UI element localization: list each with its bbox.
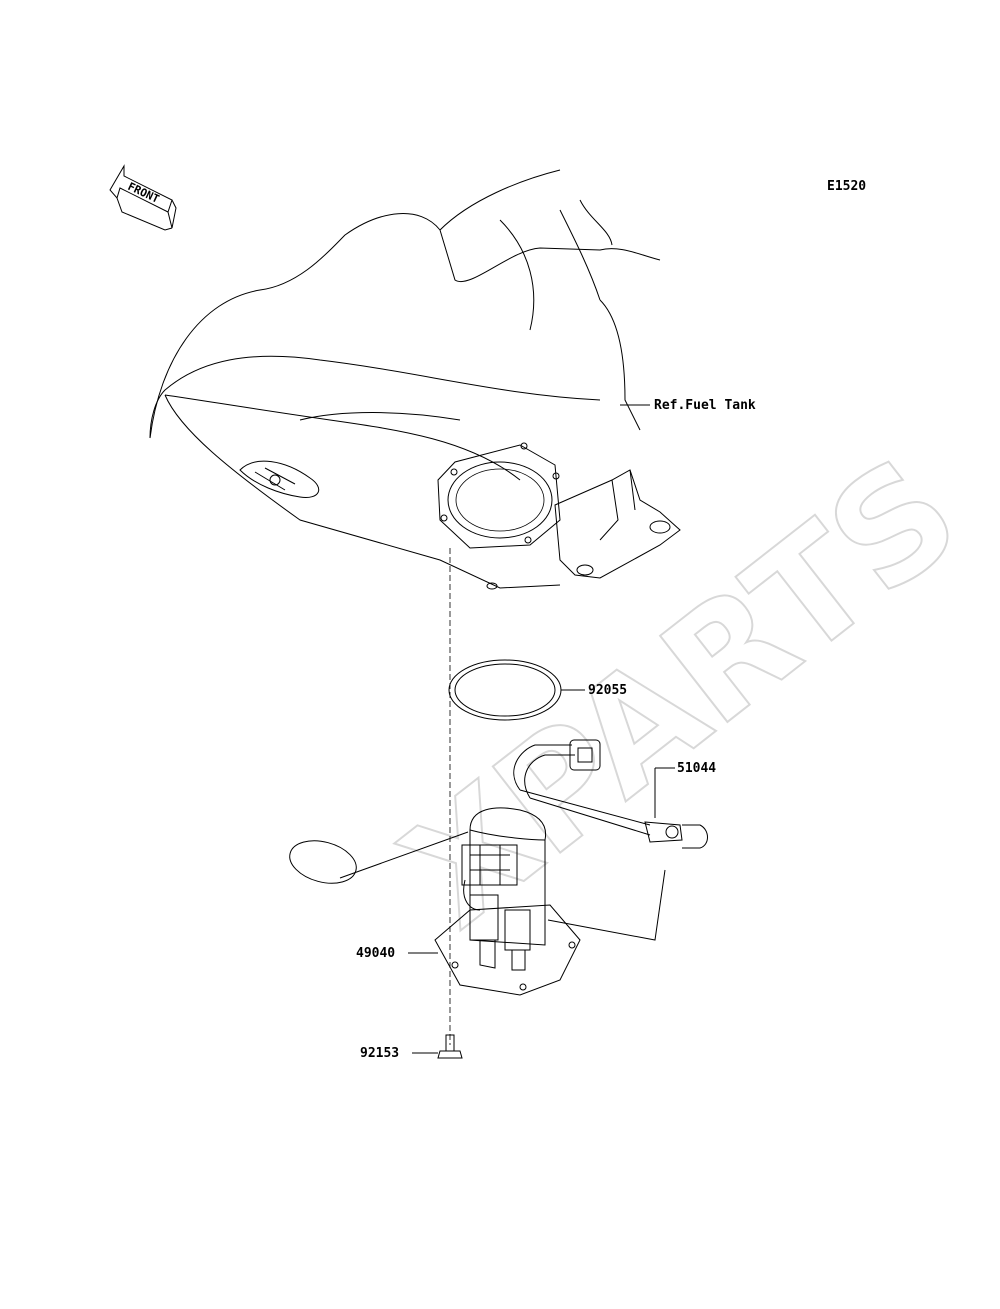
fuel-pump: [289, 807, 581, 996]
front-label: FRONT: [126, 180, 162, 206]
watermark: XPARTS: [372, 424, 991, 961]
front-arrow-icon: FRONT: [109, 164, 177, 231]
callout-pump: 49040: [356, 946, 395, 961]
bolt: [437, 1034, 463, 1059]
fuel-tank: [149, 169, 681, 590]
callout-bolt: 92153: [360, 1046, 399, 1061]
callout-hose: 51044: [677, 761, 716, 776]
diagram-code: E1520: [827, 179, 866, 194]
callout-fuel-tank: Ref.Fuel Tank: [654, 398, 756, 413]
fuel-hose: [513, 739, 708, 849]
callout-o-ring: 92055: [588, 683, 627, 698]
svg-text:XPARTS: XPARTS: [373, 425, 990, 960]
hose-pump-leader: [547, 869, 666, 941]
